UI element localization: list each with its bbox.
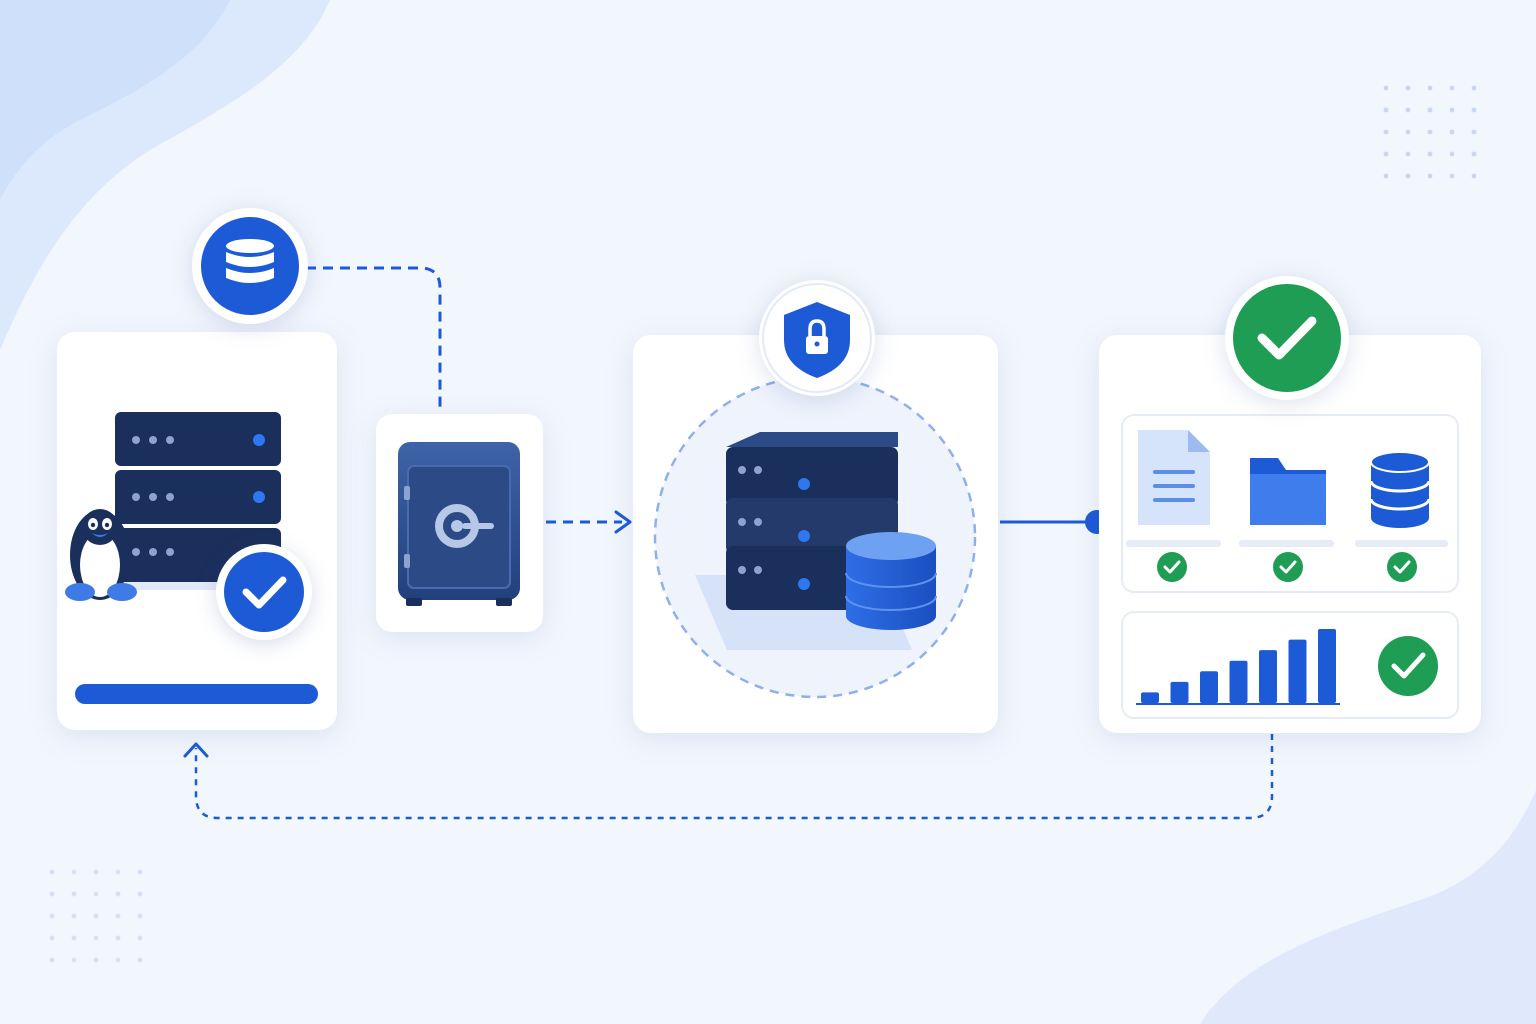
- check-small-icon: [1157, 552, 1187, 582]
- decor-dot: [1427, 151, 1433, 157]
- decor-dot: [1405, 173, 1411, 179]
- decor-dot: [115, 935, 121, 941]
- linux-penguin-icon: [65, 509, 137, 601]
- check-small-icon: [1387, 552, 1417, 582]
- chart-bar: [1170, 681, 1189, 703]
- safe-vault-icon: [398, 442, 520, 606]
- dot-grid-top-right: [1383, 85, 1477, 179]
- decor-dot: [137, 935, 143, 941]
- decor-dot: [49, 957, 55, 963]
- decor-dot: [71, 935, 77, 941]
- decor-dot: [137, 869, 143, 875]
- document-icon: [1138, 430, 1210, 525]
- decor-dot: [1471, 129, 1477, 135]
- chart-bar: [1229, 660, 1248, 703]
- decor-dot: [1471, 85, 1477, 91]
- decor-dot: [71, 913, 77, 919]
- decor-dot: [1427, 85, 1433, 91]
- decor-dot: [1383, 151, 1389, 157]
- decor-dot: [115, 891, 121, 897]
- chart-bar: [1288, 639, 1307, 703]
- decor-dot: [1383, 85, 1389, 91]
- item-dividers: [1126, 540, 1448, 547]
- folder-icon: [1250, 458, 1326, 525]
- decor-dot: [1405, 107, 1411, 113]
- check-small-icon: [1273, 552, 1303, 582]
- dot-grid-bottom-left: [49, 869, 143, 963]
- verified-badge-icon: [1225, 276, 1349, 400]
- decor-dot: [49, 913, 55, 919]
- database-icon: [226, 239, 274, 283]
- decor-dot: [115, 913, 121, 919]
- decor-dot: [1383, 107, 1389, 113]
- check-circle-icon: [1378, 636, 1438, 696]
- decor-dot: [1427, 173, 1433, 179]
- decor-dot: [1427, 129, 1433, 135]
- progress-bar: [75, 684, 318, 704]
- decor-dot: [93, 869, 99, 875]
- database-icon: [1369, 451, 1431, 528]
- chart-bar: [1141, 692, 1159, 703]
- decor-dot: [1427, 107, 1433, 113]
- corner-wave-top-left-inner: [0, 0, 230, 200]
- decor-dot: [1449, 85, 1455, 91]
- database-cylinder-icon: [845, 532, 937, 630]
- decor-dot: [1471, 151, 1477, 157]
- arrow-head-icon: [614, 510, 632, 534]
- decor-dot: [1471, 173, 1477, 179]
- bar-chart-icon: [1141, 629, 1336, 703]
- check-badge-icon: [216, 544, 312, 640]
- decor-dot: [1383, 173, 1389, 179]
- decor-dot: [1405, 85, 1411, 91]
- chart-bar: [1318, 629, 1336, 703]
- edge-verification-to-source: [194, 734, 1274, 820]
- decor-dot: [49, 891, 55, 897]
- arrow-head-icon: [183, 742, 209, 758]
- decor-dot: [71, 957, 77, 963]
- decor-dot: [1449, 173, 1455, 179]
- shield-lock-icon: [759, 280, 875, 396]
- chart-bar: [1259, 650, 1277, 703]
- decor-dot: [71, 869, 77, 875]
- decor-dot: [93, 913, 99, 919]
- decor-dot: [93, 891, 99, 897]
- decor-dot: [137, 913, 143, 919]
- decor-dot: [1449, 151, 1455, 157]
- chart-bar: [1200, 671, 1218, 703]
- decor-dot: [137, 891, 143, 897]
- decor-dot: [49, 935, 55, 941]
- decor-dot: [93, 957, 99, 963]
- decor-dot: [1449, 129, 1455, 135]
- decor-dot: [1383, 129, 1389, 135]
- decor-dot: [115, 957, 121, 963]
- corner-wave-bottom-right: [1200, 790, 1536, 1024]
- decor-dot: [115, 869, 121, 875]
- decor-dot: [137, 957, 143, 963]
- database-badge: [192, 208, 308, 324]
- decor-dot: [1471, 107, 1477, 113]
- decor-dot: [71, 891, 77, 897]
- decor-dot: [49, 869, 55, 875]
- decor-dot: [93, 935, 99, 941]
- decor-dot: [1405, 151, 1411, 157]
- decor-dot: [1449, 107, 1455, 113]
- decor-dot: [1405, 129, 1411, 135]
